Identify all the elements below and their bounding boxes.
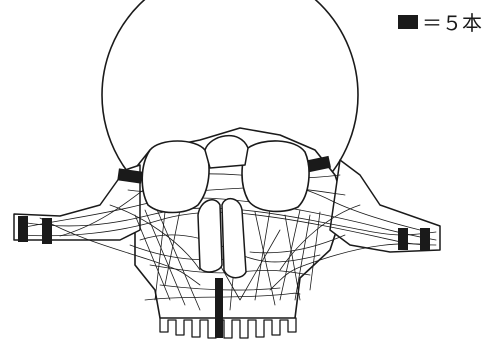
marker-left-1 [18,216,28,242]
marker-left-2 [42,218,52,244]
legend: ＝５本 [398,12,482,35]
teeth-row [160,318,296,338]
legend-swatch [398,15,418,29]
nasal-bone [205,136,248,168]
left-orbit [142,141,209,213]
nasal-cavity-right [222,199,246,278]
legend-label: ＝５本 [422,12,482,35]
marker-center [215,278,223,338]
marker-right-2 [420,228,430,250]
marker-right-1 [398,228,408,250]
right-orbit [242,141,309,212]
nasal-cavity-left [198,200,222,272]
